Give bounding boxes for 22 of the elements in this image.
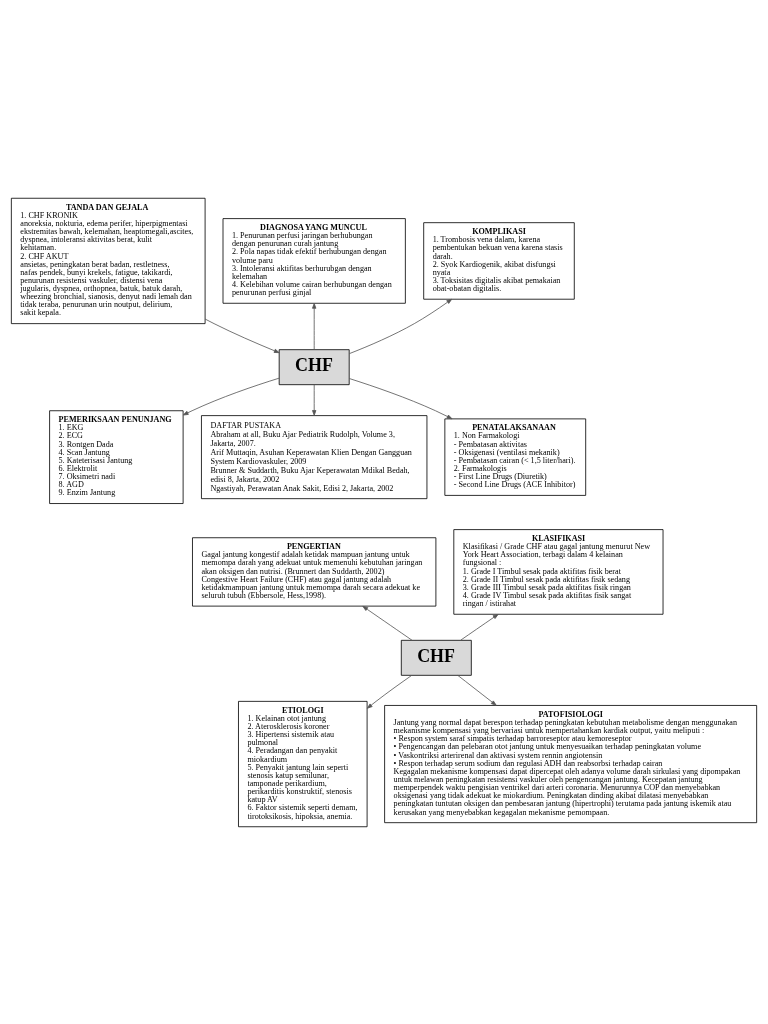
arrow bbox=[204, 318, 280, 353]
node-box: CHF bbox=[278, 348, 350, 385]
node-box: CHF bbox=[400, 639, 472, 676]
arrow bbox=[349, 298, 453, 354]
node-box: DIAGNOSA YANG MUNCUL 1. Penurunan perfusi jaringan berhubungan dengan penurunan curah jantung 2. Pola napas tidak efektif berhubungan dengan volume paru 3. Intoleransi aktifitas berhurubgan dengan kelemahan 4. Kelebihan volume cairan berhubungan dengan penurunan perfusi ginjal bbox=[222, 217, 406, 304]
node-box: DAFTAR PUSTAKA Abraham at all, Buku Ajar Pediatrik Rudolph, Volume 3, Jakarta, 2007. Arif Muttaqin, Asuhan Keperawatan Klien Dengan Gangguan System Kardiovaskuler, 2009 Brunner & Suddarth, Buku Ajar Keperawatan Mdikal Bedah, edisi 8, Jakarta, 2002 Ngastiyah, Perawatan Anak Sakit, Edisi 2, Jakarta, 2002 bbox=[201, 414, 428, 499]
arrow bbox=[362, 605, 413, 641]
node-box: KOMPLIKASI 1. Trombosis vena dalam, karena pembentukan bekuan vena karena stasis darah. 2. Syok Kardiogenik, akibat disfungsi nyata 3. Toksisitas digitalis akibat pemakaian obat-obatan digitalis. bbox=[423, 221, 575, 300]
node-box: PENGERTIAN Gagal jantung kongestif adalah ketidak mampuan jantung untuk memompa darah yang adekuat untuk memenuhi kebutuhan jaringan akan oksigen dan nutrisi. (Brunnert dan Suddarth, 2002) Congestive Heart Failure (CHF) atau gagal jantung adalah ketidakmampuan jantung untuk memompa darah secara adekuat ke seluruh tubuh (Ebbersole, Hess,1998). bbox=[192, 536, 437, 607]
arrow bbox=[312, 302, 317, 350]
arrow bbox=[182, 377, 280, 415]
node-box: ETIOLOGI 1. Kelainan otot jantung 2. Aterosklerosis koroner 3. Hipertensi sistemik atau pulmonal 4. Peradangan dan penyakit miokardium 5. Penyakit jantung lain seperti stenosis katup semilunar, tamponade perikardium, perikarditis konstruktif, stenosis katup AV 6. Faktor sistemik seperti demam, tirotoksikosis, hipoksia, anemia. bbox=[238, 700, 368, 827]
node-box: PENATALAKSANAAN 1. Non Farmakologi - Pembatasan aktivitas - Oksigenasi (ventilasi mekanik) - Pembatasan cairan (< 1,5 liter/hari). 2. Farmakologis - First Line Drugs (Diuretik) - Second Line Drugs (ACE Inhibitor) bbox=[444, 417, 587, 496]
arrow bbox=[460, 613, 499, 641]
node-box: PATOFISIOLOGI Jantung yang normal dapat berespon terhadap peningkatan kebutuhan metabolisme dengan menggunakan mekanisme kompensasi yang bervariasi untuk mempertahankan kardiak output, yaitu meliputi : • Respon system saraf simpatis terhadap barroreseptor atau kemoreseptor • Pengencangan dan pelebaran otot jantung untuk menyesuaikan terhadap peningkatan volume • Vaskontriksi arterirenal dan aktivasi system rennin angiotensin • Respon terhadap serum sodium dan regulasi ADH dan reabsorbsi terhadap cairan Kegagalan mekanisme kompensasi dapat dipercepat oleh adanya volume darah sirkulasi yang dipompakan untuk melawan peningkatan resistensi vaskuler oleh pengencangan jantung. Kecepatan jantung memperpendek waktu pengisian ventrikel dari arteri coronaria. Menurunnya COP dan menyebabkan oksigenasi yang tidak adekuat ke miokardium. Peningkatan dinding akibat dilatasi menyebabkan peningkatan tuntutan oksigen dan pembesaran jantung (hipertrophi) terutama pada jantung iskemik atau kerusakan yang menyebabkan kegagalan mekanisme pemompaan. bbox=[384, 704, 758, 823]
arrow bbox=[348, 377, 453, 419]
arrow bbox=[366, 674, 413, 709]
node-box: KLASIFIKASI Klasifikasi / Grade CHF atau gagal jantung menurut New York Heart Association, terbagi dalam 4 kelainan fungsional : 1. Grade I Timbul sesak pada aktifitas fisik berat 2. Grade II Timbul sesak pada aktifitas fisik sedang 3. Grade III Timbul sesak pada aktifitas fisik ringan 4. Grade IV Timbul sesak pada aktifitas fisik sangat ringan / istirahat bbox=[453, 528, 664, 615]
node-box: PEMERIKSAAN PENUNJANG 1. EKG 2. ECG 3. Rontgen Dada 4. Scan Jantung 5. Kateterisasi Jantung 6. Elektrolit 7. Oksimetri nadi 8. AGD 9. Enzim Jantung bbox=[49, 409, 184, 504]
node-box: TANDA DAN GEJALA 1. CHF KRONIK anoreksia, nokturia, edema perifer, hiperpigmentasi ekstremitas bawah, kelemahan, heaptomegali,ascites, dyspnea, intoleransi aktivitas berat, kulit kehitaman. 2. CHF AKUT ansietas, peningkatan berat badan, restletness, nafas pendek, bunyi krekels, fatigue, takikardi, penurunan resistensi vaskuler, distensi vena jugularis, dyspnea, orthopnea, batuk, batuk darah, wheezing bronchial, sianosis, denyut nadi lemah dan tidak teraba, penurunan urin noutput, delirium, sakit kepala. bbox=[10, 197, 206, 324]
arrow bbox=[312, 383, 317, 416]
arrow bbox=[457, 674, 497, 706]
